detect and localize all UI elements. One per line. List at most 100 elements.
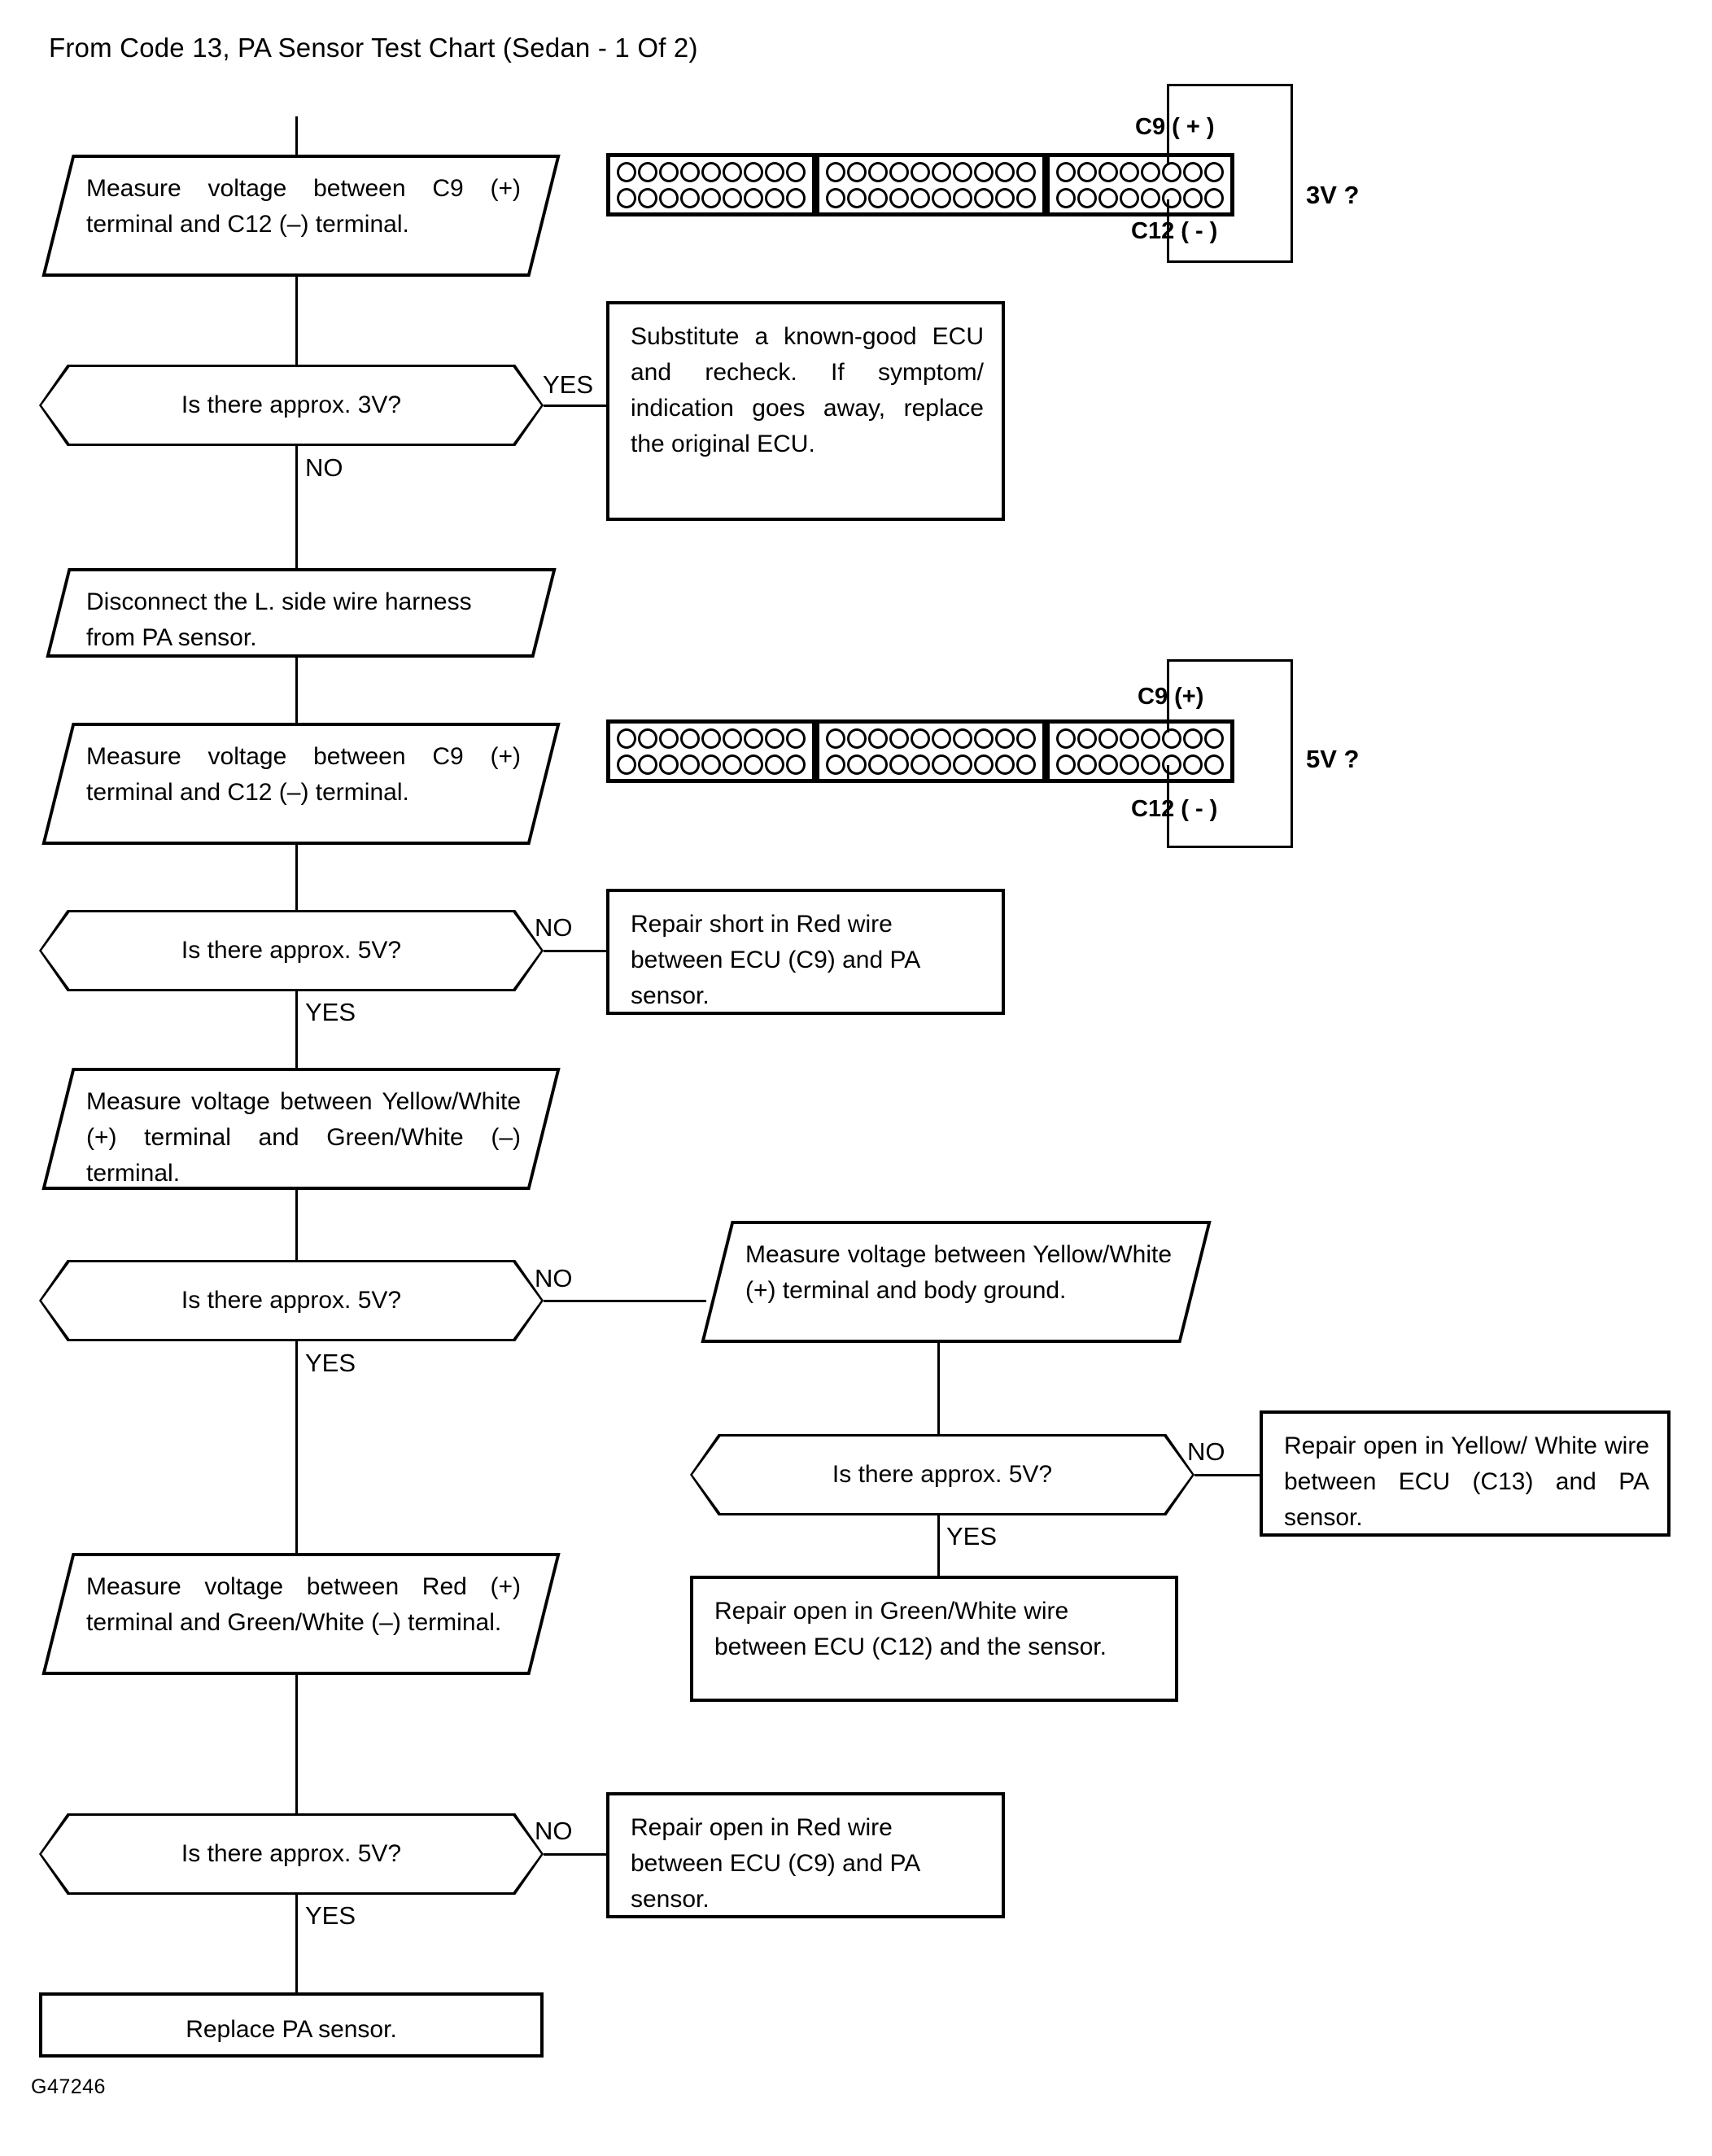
flow-line-decision-ground-yes <box>937 1515 940 1577</box>
pin-row <box>826 728 1036 749</box>
connector-5v-measurement-label: 5V ? <box>1306 745 1360 773</box>
connector-pin <box>744 161 763 182</box>
decision-5v-yellow-white: Is there approx. 5V? <box>39 1260 544 1341</box>
ecu-connector-diagram-3v <box>606 153 1234 216</box>
connector-pin <box>786 187 806 208</box>
branch-label-no-red-open: NO <box>535 1817 573 1845</box>
decision-5v-red-open-text: Is there approx. 5V? <box>181 1840 402 1867</box>
decision-3v-text: Is there approx. 3V? <box>181 391 402 418</box>
connector-5v-top-lead-v <box>1167 659 1169 733</box>
flow-line-measure-red-to-decision <box>295 1675 298 1813</box>
connector-pin <box>868 161 888 182</box>
connector-pin <box>701 754 721 775</box>
figure-code: G47246 <box>31 2075 106 2098</box>
connector-pin <box>847 728 867 749</box>
connector-pin <box>1162 728 1181 749</box>
connector-pin <box>659 187 679 208</box>
connector-pin <box>744 187 763 208</box>
pin-row <box>617 754 806 775</box>
process-measure-red-gw: Measure voltage between Red (+) terminal… <box>41 1553 561 1675</box>
connector-pin <box>911 728 930 749</box>
connector-pin <box>786 728 806 749</box>
pin-row <box>617 728 806 749</box>
connector-5v-bottom-lead-v <box>1167 765 1169 848</box>
connector-pin <box>1098 187 1118 208</box>
flow-line-decision3v-no <box>295 446 298 570</box>
connector-pin <box>953 187 972 208</box>
connector-pin <box>889 161 909 182</box>
decision-3v: Is there approx. 3V? <box>39 365 544 446</box>
pin-row <box>1056 728 1224 749</box>
connector-pin <box>638 754 657 775</box>
action-repair-open-green-white-text: Repair open in Green/White wire between … <box>714 1598 1107 1661</box>
connector-pin <box>995 728 1015 749</box>
connector-pin <box>638 161 657 182</box>
connector-pin <box>659 728 679 749</box>
connector-pin <box>701 187 721 208</box>
connector-pin <box>1141 728 1160 749</box>
connector-section-3 <box>1050 724 1230 779</box>
branch-label-yes-yellow-white: YES <box>305 1349 356 1377</box>
connector-pin <box>786 754 806 775</box>
connector-pin <box>868 728 888 749</box>
connector-pin <box>617 161 636 182</box>
connector-pin <box>1120 187 1139 208</box>
connector-pin <box>847 187 867 208</box>
connector-pin <box>659 754 679 775</box>
connector-pin <box>932 187 951 208</box>
connector-pin <box>680 161 700 182</box>
connector-pin <box>1162 187 1181 208</box>
connector-pin <box>868 187 888 208</box>
action-repair-open-red-text: Repair open in Red wire between ECU (C9)… <box>631 1814 919 1913</box>
flow-line-decision-red-open-yes <box>295 1895 298 1994</box>
connector-pin <box>974 754 994 775</box>
connector-pin <box>1056 161 1076 182</box>
connector-pin <box>723 728 742 749</box>
pin-row <box>617 187 806 208</box>
connector-pin <box>995 187 1015 208</box>
connector-pin <box>1183 754 1203 775</box>
flow-line-decision-ground-no <box>1194 1474 1260 1476</box>
connector-pin <box>995 161 1015 182</box>
connector-3v-right-lead-v <box>1291 84 1293 263</box>
connector-3v-positive-pin-label: C9 ( + ) <box>1135 114 1215 140</box>
connector-pin <box>1098 161 1118 182</box>
flow-line-decision-red-open-no <box>544 1853 607 1856</box>
decision-5v-body-ground-text: Is there approx. 5V? <box>832 1461 1053 1488</box>
connector-pin <box>1016 728 1036 749</box>
connector-pin <box>1077 161 1097 182</box>
connector-pin <box>723 187 742 208</box>
connector-pin <box>1016 161 1036 182</box>
page-title: From Code 13, PA Sensor Test Chart (Seda… <box>49 33 698 63</box>
connector-pin <box>765 161 784 182</box>
pin-row <box>826 187 1036 208</box>
connector-pin <box>826 754 845 775</box>
pin-row <box>826 161 1036 182</box>
decision-5v-red-short: Is there approx. 5V? <box>39 910 544 991</box>
connector-pin <box>995 754 1015 775</box>
connector-pin <box>911 161 930 182</box>
pin-row <box>1056 754 1224 775</box>
pin-row <box>1056 187 1224 208</box>
process-disconnect-harness: Disconnect the L. side wire harness from… <box>46 568 557 658</box>
connector-pin <box>953 161 972 182</box>
branch-label-no-red-short: NO <box>535 913 573 942</box>
connector-3v-bottom-lead-v <box>1167 199 1169 263</box>
connector-pin <box>847 161 867 182</box>
connector-pin <box>680 754 700 775</box>
connector-pin <box>744 728 763 749</box>
connector-pin <box>932 728 951 749</box>
action-repair-short-red: Repair short in Red wire between ECU (C9… <box>606 889 1005 1015</box>
connector-pin <box>659 161 679 182</box>
process-measure-c9-c12-2-text: Measure voltage between C9 (+) terminal … <box>86 743 521 807</box>
connector-pin <box>1120 161 1139 182</box>
connector-5v-bottom-lead-h <box>1167 846 1293 848</box>
connector-pin <box>1183 728 1203 749</box>
flow-line-measure2-to-decision-red-short <box>295 845 298 910</box>
branch-label-no-body-ground: NO <box>1187 1437 1225 1466</box>
action-repair-short-red-text: Repair short in Red wire between ECU (C9… <box>631 911 919 1010</box>
connector-5v-negative-pin-label: C12 ( - ) <box>1131 796 1218 822</box>
connector-pin <box>617 187 636 208</box>
action-repair-open-yellow-white: Repair open in Yellow/ White wire betwee… <box>1260 1410 1671 1537</box>
flow-line-decision-red-short-yes <box>295 991 298 1071</box>
